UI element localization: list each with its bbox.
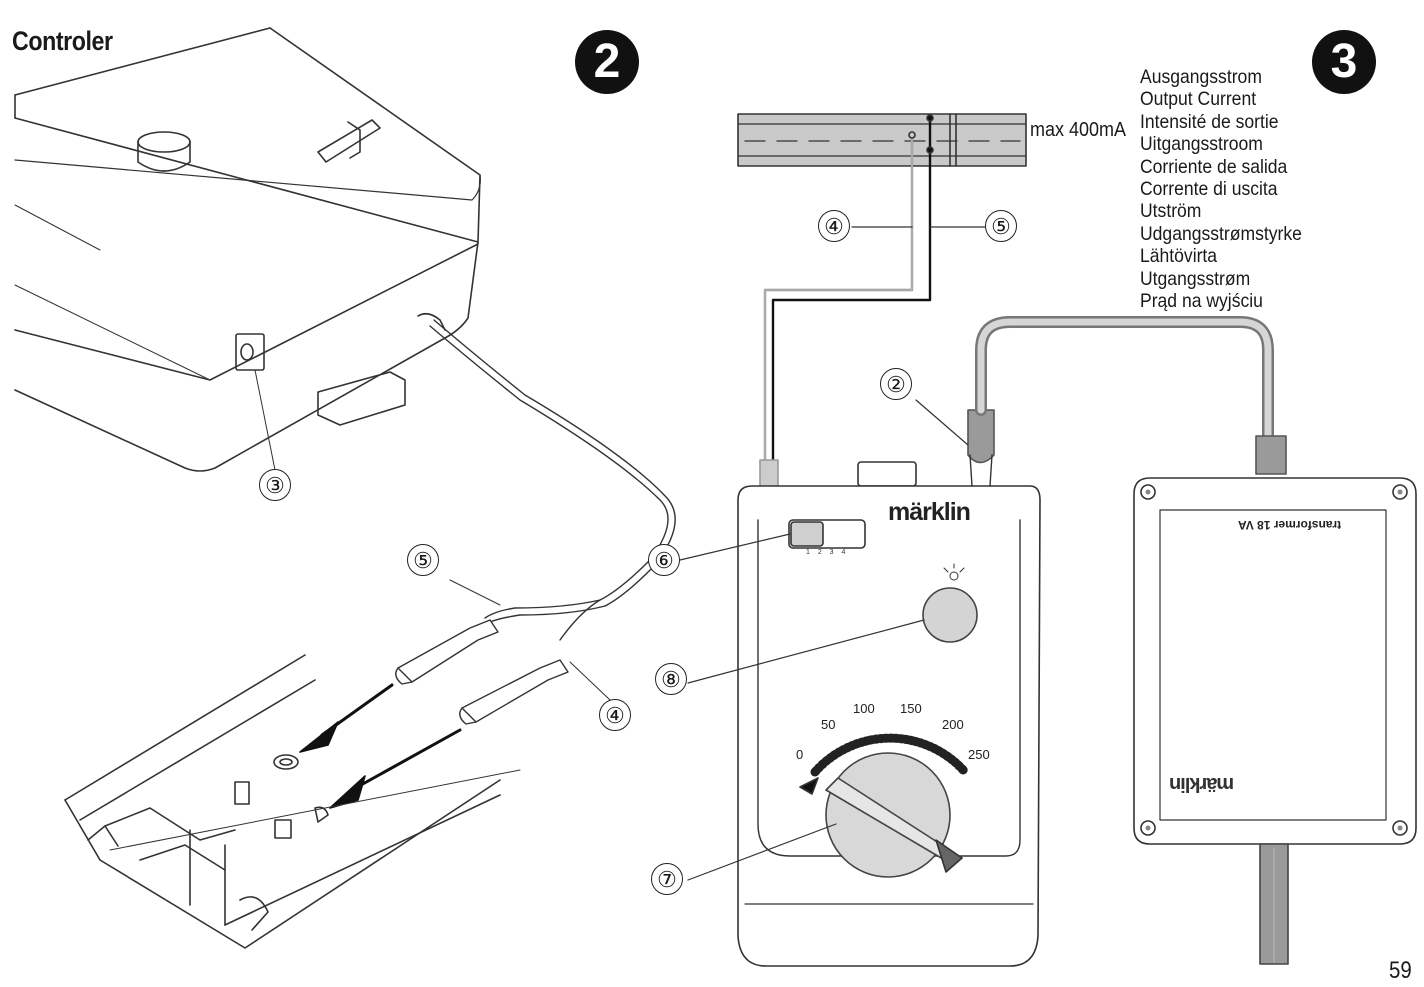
callout-5-cable: ⑤ (407, 544, 439, 576)
translation-no: Utgangsstrøm (1140, 267, 1251, 290)
callout-2: ② (880, 368, 912, 400)
transformer (1133, 477, 1417, 965)
step-2-badge: 2 (575, 30, 639, 94)
max-current-label: max 400mA (1030, 119, 1127, 141)
leader-5a (449, 579, 501, 606)
callout-4-track: ④ (818, 210, 850, 242)
callout-6: ⑥ (648, 544, 680, 576)
translation-pl: Prąd na wyjściu (1140, 290, 1263, 313)
step-3-badge: 3 (1312, 30, 1376, 94)
dial-label-50: 50 (821, 717, 836, 732)
callout-4-cable: ④ (599, 699, 631, 731)
dial-label-250: 250 (968, 747, 990, 762)
controller-underside (64, 654, 521, 949)
dial-label-100: 100 (853, 701, 875, 716)
leader-2 (915, 399, 969, 446)
translation-sv: Utström (1140, 200, 1202, 223)
feeder-cable (395, 319, 676, 725)
translation-en: Output Current (1140, 88, 1257, 111)
callout-3: ③ (259, 469, 291, 501)
leader-8 (687, 619, 925, 684)
translation-nl: Uitgangsstroom (1140, 133, 1263, 156)
translation-fr: Intensité de sortie (1140, 110, 1279, 133)
speed-controller (737, 409, 1041, 967)
page-title: Controler (12, 26, 113, 56)
leader-3 (254, 369, 276, 471)
arrow-head-1 (299, 721, 339, 753)
callout-5-track: ⑤ (985, 210, 1017, 242)
translation-es: Corriente de salida (1140, 155, 1288, 178)
dial-label-150: 150 (900, 701, 922, 716)
page-number: 59 (1389, 957, 1412, 984)
controller-brand-logo: märklin (888, 498, 971, 526)
track-section (737, 113, 1027, 167)
leader-4b (569, 661, 611, 701)
output-current-translations: Ausgangsstrom Output Current Intensité d… (1140, 66, 1302, 312)
insert-arrows (320, 683, 462, 792)
callout-8: ⑧ (655, 663, 687, 695)
callout-7: ⑦ (651, 863, 683, 895)
transformer-rating-label: transformer 18 VA (1238, 518, 1342, 532)
leader-6 (679, 533, 791, 561)
translation-da: Udgangsstrømstyrke (1140, 222, 1302, 245)
transformer-brand-logo: märklin (1170, 773, 1235, 795)
switch-position-labels: 1 2 3 4 (806, 549, 849, 556)
leader-7 (687, 823, 837, 881)
track-feeder-wires (759, 114, 934, 489)
translation-it: Corrente di uscita (1140, 178, 1278, 201)
translation-fi: Lähtövirta (1140, 245, 1218, 268)
dial-label-200: 200 (942, 717, 964, 732)
dial-label-0: 0 (796, 747, 804, 762)
transformer-cable (975, 316, 1287, 475)
controller-housing (14, 27, 481, 472)
translation-de: Ausgangsstrom (1140, 66, 1262, 88)
